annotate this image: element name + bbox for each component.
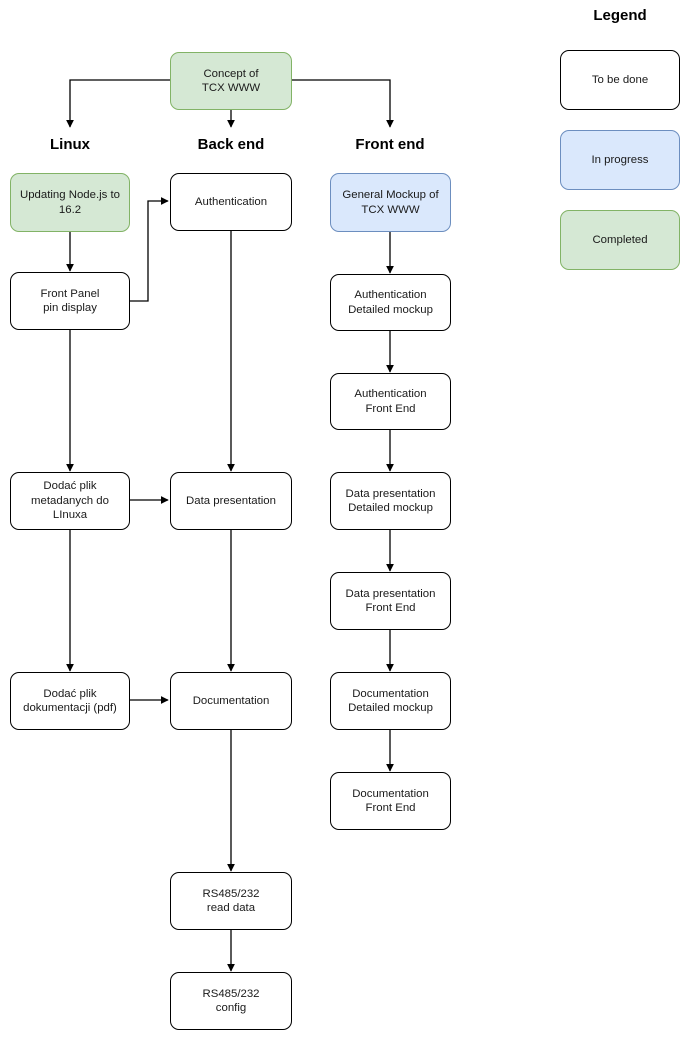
- node-general-mockup[interactable]: General Mockup of TCX WWW: [330, 173, 451, 232]
- node-data-presentation-detailed-mockup[interactable]: Data presentation Detailed mockup: [330, 472, 451, 530]
- node-documentation-front-end[interactable]: Documentation Front End: [330, 772, 451, 830]
- column-header-back-end: Back end: [197, 136, 265, 153]
- node-rs485-config[interactable]: RS485/232 config: [170, 972, 292, 1030]
- node-front-panel-pin-display[interactable]: Front Panel pin display: [10, 272, 130, 330]
- node-authentication-detailed-mockup[interactable]: Authentication Detailed mockup: [330, 274, 451, 331]
- node-concept-of-tcx-www[interactable]: Concept of TCX WWW: [170, 52, 292, 110]
- edge-root-to-frontend: [292, 79, 394, 128]
- node-rs485-read-data[interactable]: RS485/232 read data: [170, 872, 292, 930]
- edge-frontpanel-to-authentication: [130, 197, 169, 302]
- node-authentication-backend[interactable]: Authentication: [170, 173, 292, 231]
- node-dodac-plik-dokumentacji[interactable]: Dodać plik dokumentacji (pdf): [10, 672, 130, 730]
- node-data-presentation-backend[interactable]: Data presentation: [170, 472, 292, 530]
- legend-item-to-be-done: To be done: [560, 50, 680, 110]
- node-data-presentation-front-end[interactable]: Data presentation Front End: [330, 572, 451, 630]
- node-updating-nodejs[interactable]: Updating Node.js to 16.2: [10, 173, 130, 232]
- legend-item-completed: Completed: [560, 210, 680, 270]
- column-header-front-end: Front end: [355, 136, 425, 153]
- legend-item-in-progress: In progress: [560, 130, 680, 190]
- node-dodac-plik-metadanych[interactable]: Dodać plik metadanych do LInuxa: [10, 472, 130, 530]
- column-header-linux: Linux: [50, 136, 90, 153]
- node-authentication-front-end[interactable]: Authentication Front End: [330, 373, 451, 430]
- legend-title: Legend: [593, 7, 647, 24]
- edge-root-to-linux: [66, 79, 170, 128]
- node-documentation-backend[interactable]: Documentation: [170, 672, 292, 730]
- node-documentation-detailed-mockup[interactable]: Documentation Detailed mockup: [330, 672, 451, 730]
